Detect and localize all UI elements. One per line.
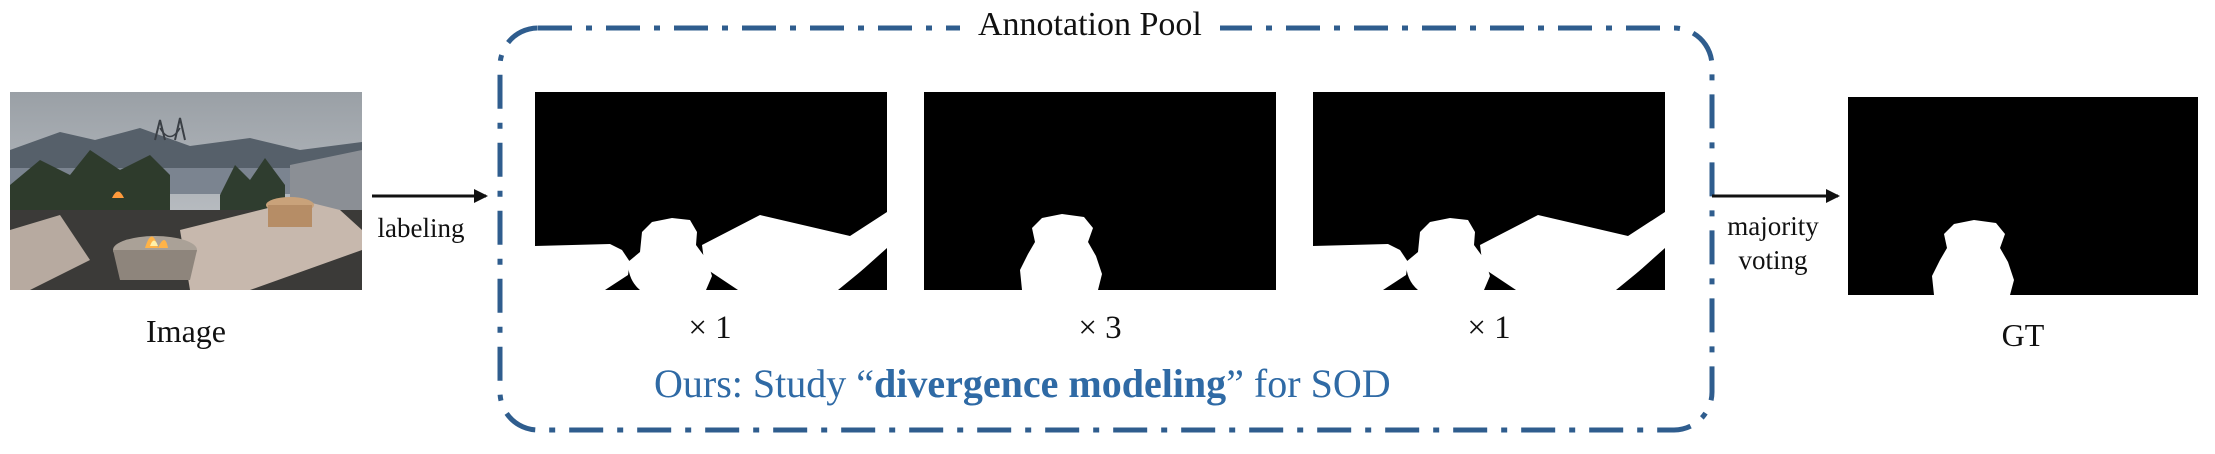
method-note-suffix: ” for SOD	[1226, 361, 1391, 406]
multiplier-1: × 1	[688, 310, 732, 346]
image-caption: Image	[146, 313, 226, 349]
annotation-pool-title: Annotation Pool	[960, 6, 1220, 44]
majority-label-line2: voting	[1738, 244, 1808, 275]
majority-label-line1: majority	[1727, 211, 1819, 241]
annotation-mask-2	[924, 92, 1276, 290]
labeling-label: labeling	[377, 213, 465, 243]
gt-mask	[1848, 97, 2198, 295]
annotation-mask-1	[535, 92, 887, 290]
method-note-prefix: Ours: Study “	[654, 361, 874, 406]
method-note: Ours: Study “divergence modeling” for SO…	[640, 360, 1405, 407]
annotation-mask-3	[1313, 92, 1665, 290]
method-note-bold: divergence modeling	[874, 361, 1227, 406]
input-image	[10, 92, 362, 290]
gt-caption: GT	[2001, 317, 2045, 353]
multiplier-3: × 1	[1467, 310, 1511, 346]
multiplier-2: × 3	[1078, 310, 1122, 346]
